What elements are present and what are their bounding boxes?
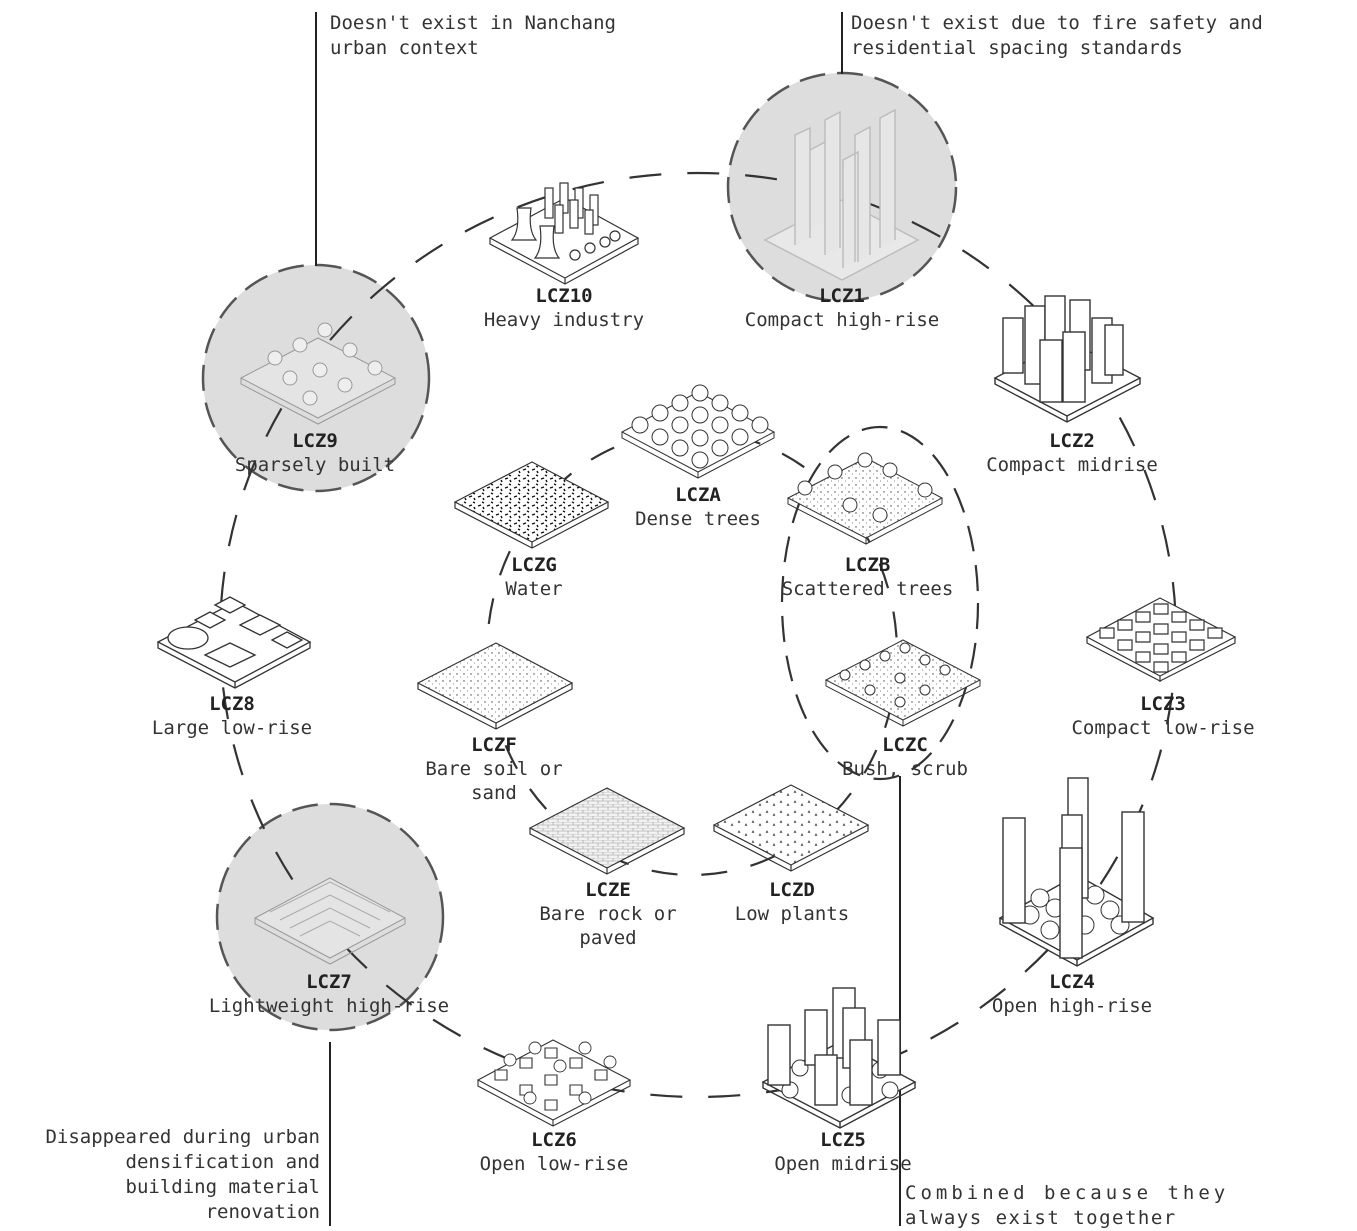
lcze-label: LCZE Bare rock or paved <box>498 878 718 950</box>
lczbc-note-line1: Combined because they <box>905 1181 1229 1206</box>
lcz2-code: LCZ2 <box>962 429 1182 453</box>
lczc-illustration <box>826 640 980 726</box>
lcz9-note-line2: urban context <box>330 36 616 61</box>
lczd-illustration <box>714 785 868 871</box>
lcz2-label: LCZ2 Compact midrise <box>962 429 1182 477</box>
lczf-name-line1: Bare soil or <box>384 757 604 781</box>
lcz2-illustration <box>995 296 1140 422</box>
lczc-code: LCZC <box>795 733 1015 757</box>
lcza-name: Dense trees <box>588 507 808 531</box>
lcz5-illustration <box>763 988 915 1128</box>
lcz1-note-line1: Doesn't exist due to fire safety and <box>851 11 1263 36</box>
lcz2-name: Compact midrise <box>962 453 1182 477</box>
lcze-name-line2: paved <box>498 926 718 950</box>
lcz1-note: Doesn't exist due to fire safety and res… <box>851 11 1263 61</box>
lcz3-name: Compact low-rise <box>1053 716 1273 740</box>
lczf-code: LCZF <box>384 733 604 757</box>
lcz8-label: LCZ8 Large low-rise <box>122 692 342 740</box>
lcz9-note: Doesn't exist in Nanchang urban context <box>330 11 616 61</box>
lczc-label: LCZC Bush, scrub <box>795 733 1015 781</box>
lcz7-code: LCZ7 <box>184 970 474 994</box>
lcz5-label: LCZ5 Open midrise <box>733 1128 953 1176</box>
lczf-label: LCZF Bare soil or sand <box>384 733 604 805</box>
lcz10-name: Heavy industry <box>454 308 674 332</box>
lcz6-label: LCZ6 Open low-rise <box>444 1128 664 1176</box>
lcz7-note: Disappeared during urban densification a… <box>0 1125 320 1225</box>
lcza-code: LCZA <box>588 483 808 507</box>
lcz6-illustration <box>478 1040 630 1126</box>
lcza-label: LCZA Dense trees <box>588 483 808 531</box>
lcz10-label: LCZ10 Heavy industry <box>454 284 674 332</box>
lcz8-code: LCZ8 <box>122 692 342 716</box>
lczf-illustration <box>418 643 572 729</box>
lcz7-note-line3: building material <box>0 1175 320 1200</box>
lcz9-label: LCZ9 Sparsely built <box>205 429 425 477</box>
lcz10-illustration <box>490 183 638 284</box>
lczbc-note-line2: always exist together <box>905 1206 1229 1231</box>
lcz4-illustration <box>1000 778 1153 966</box>
lcz10-code: LCZ10 <box>454 284 674 308</box>
lcz1-code: LCZ1 <box>722 284 962 308</box>
lczb-illustration <box>788 453 942 544</box>
lcz4-code: LCZ4 <box>962 970 1182 994</box>
lczc-name: Bush, scrub <box>795 757 1015 781</box>
lcz7-label: LCZ7 Lightweight high-rise <box>184 970 474 1018</box>
lcz6-name: Open low-rise <box>444 1152 664 1176</box>
lcz3-label: LCZ3 Compact low-rise <box>1053 692 1273 740</box>
lcz7-note-line1: Disappeared during urban <box>0 1125 320 1150</box>
lcz4-name: Open high-rise <box>962 994 1182 1018</box>
lczb-name: Scattered trees <box>750 577 985 601</box>
lcz3-code: LCZ3 <box>1053 692 1273 716</box>
lcz1-name: Compact high-rise <box>722 308 962 332</box>
lcz6-code: LCZ6 <box>444 1128 664 1152</box>
lcze-name-line1: Bare rock or <box>498 902 718 926</box>
lcz9-note-line1: Doesn't exist in Nanchang <box>330 11 616 36</box>
lcz7-name: Lightweight high-rise <box>184 994 474 1018</box>
lczg-code: LCZG <box>424 553 644 577</box>
lczg-label: LCZG Water <box>424 553 644 601</box>
lcz8-name: Large low-rise <box>122 716 342 740</box>
lcz5-code: LCZ5 <box>733 1128 953 1152</box>
lcz4-label: LCZ4 Open high-rise <box>962 970 1182 1018</box>
lcz5-name: Open midrise <box>733 1152 953 1176</box>
lcz7-note-line4: renovation <box>0 1200 320 1225</box>
lcz7-note-line2: densification and <box>0 1150 320 1175</box>
lcz9-name: Sparsely built <box>205 453 425 477</box>
lczf-name-line2: sand <box>384 781 604 805</box>
lczb-code: LCZB <box>750 553 985 577</box>
lcz3-illustration <box>1087 598 1235 682</box>
lczbc-note: Combined because they always exist toget… <box>905 1181 1229 1231</box>
lczg-name: Water <box>424 577 644 601</box>
lczb-label: LCZB Scattered trees <box>750 553 985 601</box>
lcz1-label: LCZ1 Compact high-rise <box>722 284 962 332</box>
lcz1-note-line2: residential spacing standards <box>851 36 1263 61</box>
lczg-illustration <box>455 462 608 548</box>
lcze-code: LCZE <box>498 878 718 902</box>
lcz8-illustration <box>158 597 310 688</box>
lcza-illustration <box>622 385 774 478</box>
lcz9-code: LCZ9 <box>205 429 425 453</box>
